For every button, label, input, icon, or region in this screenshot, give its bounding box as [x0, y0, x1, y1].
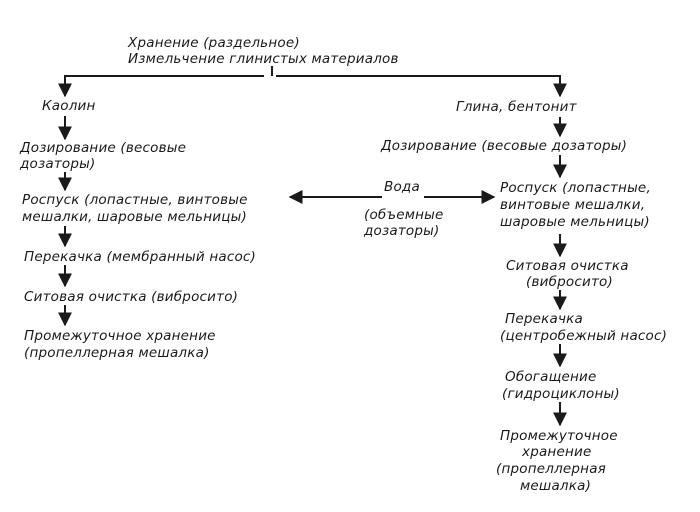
right-dissolving-line-1: Роспуск (лопастные, [500, 180, 651, 196]
right-sieving-line-2: (вибросито) [526, 274, 613, 290]
right-sieving-line-1: Ситовая очистка [506, 258, 629, 274]
right-storage-line-4: мешалка) [520, 478, 592, 494]
right-title: Глина, бентонит [456, 99, 577, 115]
left-sieving: Ситовая очистка (вибросито) [24, 289, 239, 305]
left-title: Каолин [42, 98, 96, 114]
split-right [276, 75, 567, 98]
right-enrichment-line-1: Обогащение [505, 369, 597, 385]
water-label: Вода [384, 179, 420, 195]
split-left [58, 75, 264, 98]
header-line-2: Измельчение глинистых материалов [128, 51, 399, 67]
left-storage-line-1: Промежуточное хранение [24, 328, 216, 344]
water-dosers-line-1: (объемные [364, 207, 444, 223]
left-dissolving-line-1: Роспуск (лопастные, винтовые [22, 192, 248, 208]
right-enrichment-line-2: (гидроциклоны) [502, 386, 620, 402]
left-storage-line-2: (пропеллерная мешалка) [24, 345, 210, 361]
left-dosing-line-1: Дозирование (весовые [20, 140, 187, 156]
right-pumping-line-2: (центробежный насос) [500, 328, 668, 344]
header-line-1: Хранение (раздельное) [128, 35, 300, 51]
left-pumping: Перекачка (мембранный насос) [24, 249, 257, 265]
right-pumping-line-1: Перекачка [505, 311, 583, 327]
left-dosing-line-2: дозаторы) [20, 156, 96, 172]
right-dissolving-line-3: шаровые мельницы) [500, 214, 650, 230]
right-storage-line-2: хранение [522, 444, 592, 460]
right-dosing: Дозирование (весовые дозаторы) [381, 138, 628, 154]
water-dosers-line-2: дозаторы) [364, 223, 440, 239]
left-dissolving-line-2: мешалки, шаровые мельницы) [22, 209, 247, 225]
right-storage-line-1: Промежуточное [500, 428, 618, 444]
right-dissolving-line-2: винтовые мешалки, [500, 197, 646, 213]
right-storage-line-3: (пропеллерная [496, 461, 607, 477]
